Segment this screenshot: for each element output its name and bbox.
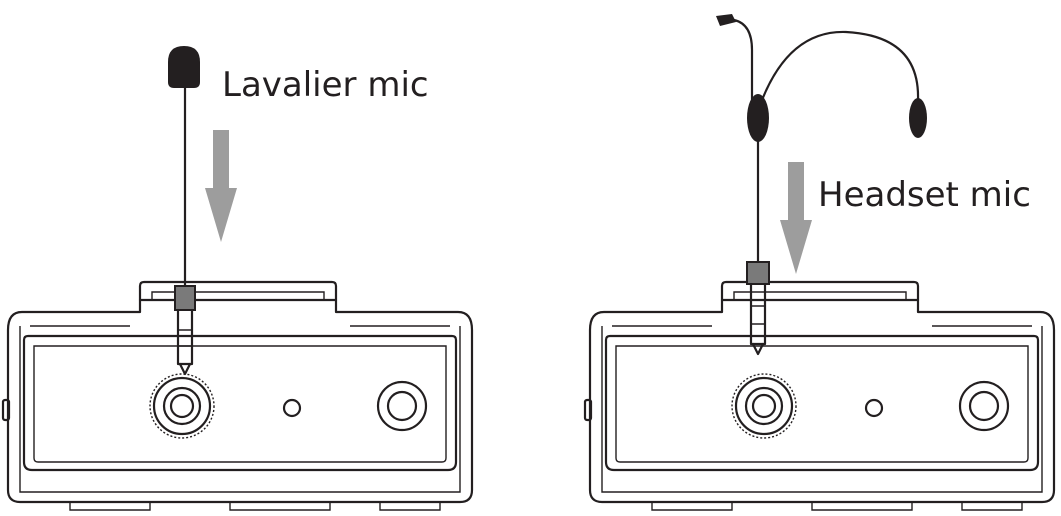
lavalier-panel: Lavalier mic	[1, 46, 474, 512]
headset-body	[747, 94, 769, 142]
headset-label: Headset mic	[818, 175, 1031, 215]
receiver-left	[1, 280, 474, 512]
lavalier-plug	[174, 285, 196, 311]
insert-arrow-right	[780, 162, 812, 274]
headset-earpad	[909, 98, 927, 138]
headset-mic-tip	[716, 14, 736, 26]
headset-panel: Headset mic	[583, 14, 1056, 512]
insert-arrow-left	[205, 130, 237, 242]
receiver-right	[583, 280, 1056, 512]
lavalier-label: Lavalier mic	[222, 65, 429, 105]
lavalier-capsule	[168, 46, 200, 88]
headset-plug	[746, 261, 770, 285]
